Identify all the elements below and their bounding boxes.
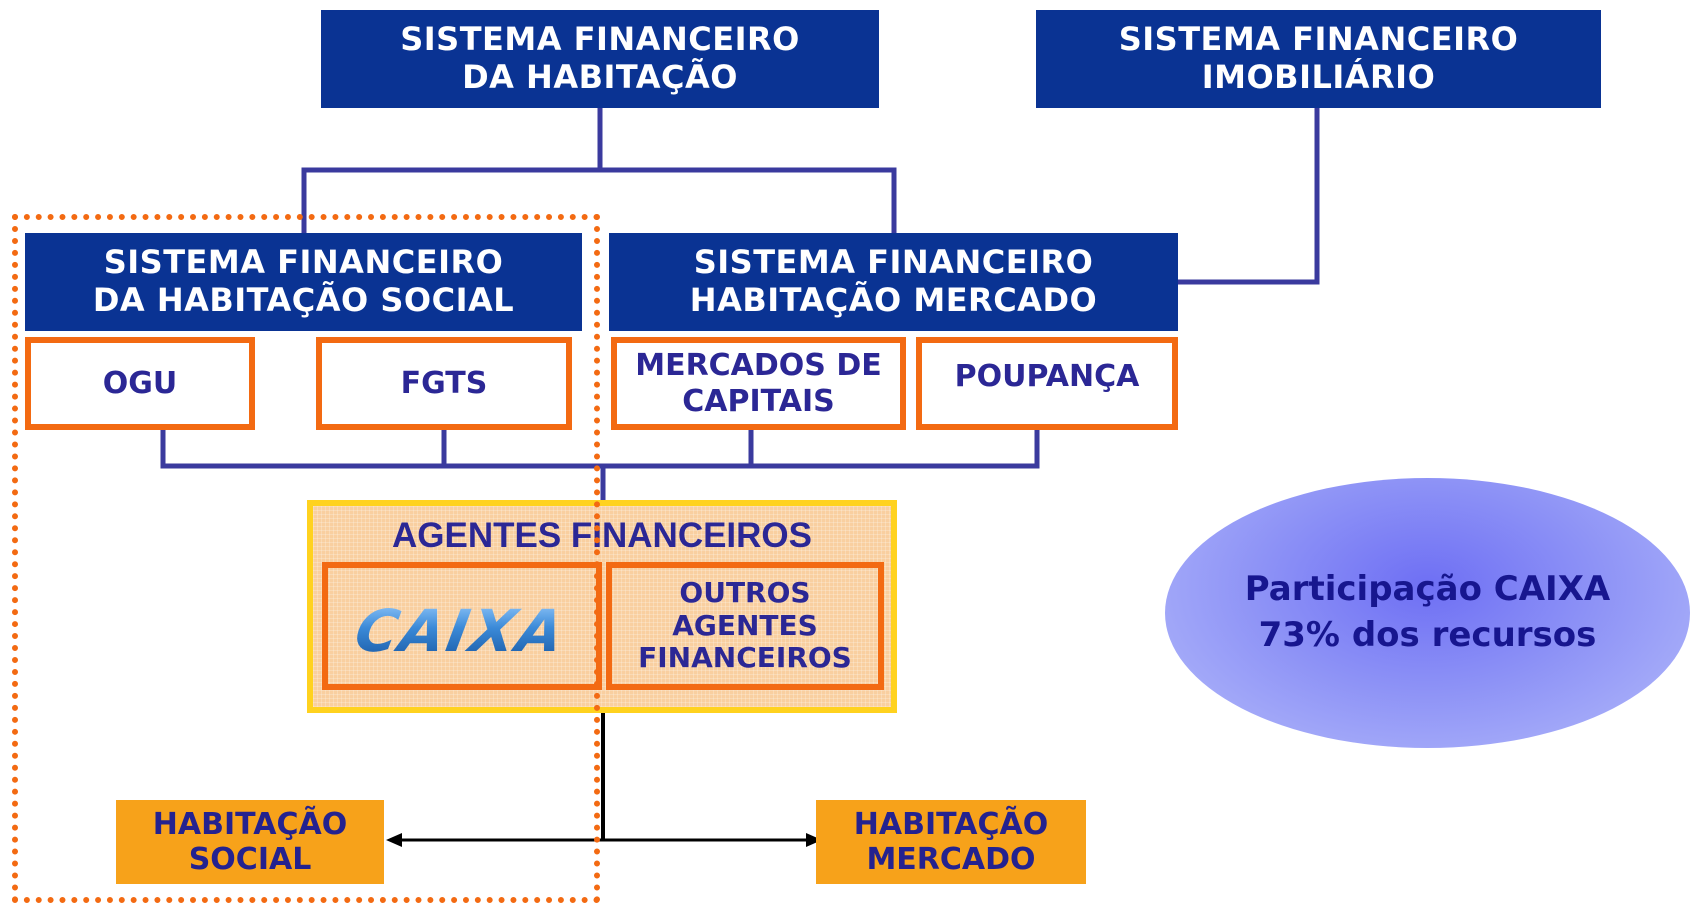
outros-line1: OUTROS bbox=[679, 576, 811, 610]
connector-sources bbox=[160, 430, 1040, 469]
node-sfh-mercado-line2: HABITAÇÃO MERCADO bbox=[689, 281, 1098, 319]
node-sfh-social-line1: SISTEMA FINANCEIRO bbox=[103, 243, 504, 282]
hab-social-line1: HABITAÇÃO bbox=[152, 806, 348, 842]
node-poupanca: POUPANÇA bbox=[916, 337, 1178, 430]
node-sfi-line1: SISTEMA FINANCEIRO bbox=[1118, 20, 1519, 59]
agentes-financeiros-title: AGENTES FINANCEIROS bbox=[391, 516, 813, 555]
node-mercados-line1: MERCADOS DE bbox=[635, 348, 882, 384]
connector-sfh-mercado bbox=[600, 167, 897, 233]
node-mercados-capitais: MERCADOS DE CAPITAIS bbox=[611, 337, 906, 430]
hab-social-line2: SOCIAL bbox=[188, 842, 312, 877]
node-habitacao-mercado: HABITAÇÃO MERCADO bbox=[816, 800, 1086, 884]
node-fgts-label: FGTS bbox=[400, 365, 488, 401]
node-sfh-mercado-line1: SISTEMA FINANCEIRO bbox=[693, 243, 1094, 282]
node-ogu: OGU bbox=[25, 337, 255, 430]
node-poupanca-label: POUPANÇA bbox=[954, 359, 1140, 394]
callout-line2: 73% dos recursos bbox=[1258, 615, 1597, 655]
node-sfi: SISTEMA FINANCEIRO IMOBILIÁRIO bbox=[1036, 10, 1601, 108]
node-sfh-mercado: SISTEMA FINANCEIRO HABITAÇÃO MERCADO bbox=[609, 233, 1178, 331]
outros-line2: AGENTES bbox=[672, 608, 818, 642]
node-sfh-social: SISTEMA FINANCEIRO DA HABITAÇÃO SOCIAL bbox=[25, 233, 582, 331]
node-habitacao-social: HABITAÇÃO SOCIAL bbox=[116, 800, 384, 884]
callout-line1: Participação CAIXA bbox=[1244, 569, 1611, 610]
node-mercados-line2: CAPITAIS bbox=[682, 383, 835, 419]
connector-sfi bbox=[1178, 108, 1320, 285]
node-fgts: FGTS bbox=[316, 337, 572, 430]
social-dotted-boundary bbox=[12, 214, 600, 903]
node-sfh: SISTEMA FINANCEIRO DA HABITAÇÃO bbox=[321, 10, 879, 108]
node-sfi-line2: IMOBILIÁRIO bbox=[1201, 58, 1436, 96]
node-sfh-social-line2: DA HABITAÇÃO SOCIAL bbox=[92, 281, 515, 319]
participacao-callout: Participação CAIXA 73% dos recursos bbox=[1165, 478, 1690, 748]
agentes-financeiros-panel: AGENTES FINANCEIROS bbox=[307, 500, 897, 713]
hab-mercado-line2: MERCADO bbox=[866, 842, 1036, 877]
connector-sfh bbox=[301, 108, 603, 233]
arrow-head-right bbox=[806, 833, 822, 847]
node-sfh-line1: SISTEMA FINANCEIRO bbox=[400, 20, 800, 59]
outros-line3: FINANCEIROS bbox=[638, 641, 852, 675]
node-sfh-line2: DA HABITAÇÃO bbox=[462, 58, 738, 96]
arrow-head-left bbox=[386, 833, 402, 847]
hab-mercado-line1: HABITAÇÃO bbox=[853, 806, 1049, 842]
outros-agentes-box: OUTROS AGENTES FINANCEIROS bbox=[606, 562, 884, 690]
node-ogu-label: OGU bbox=[102, 365, 178, 401]
